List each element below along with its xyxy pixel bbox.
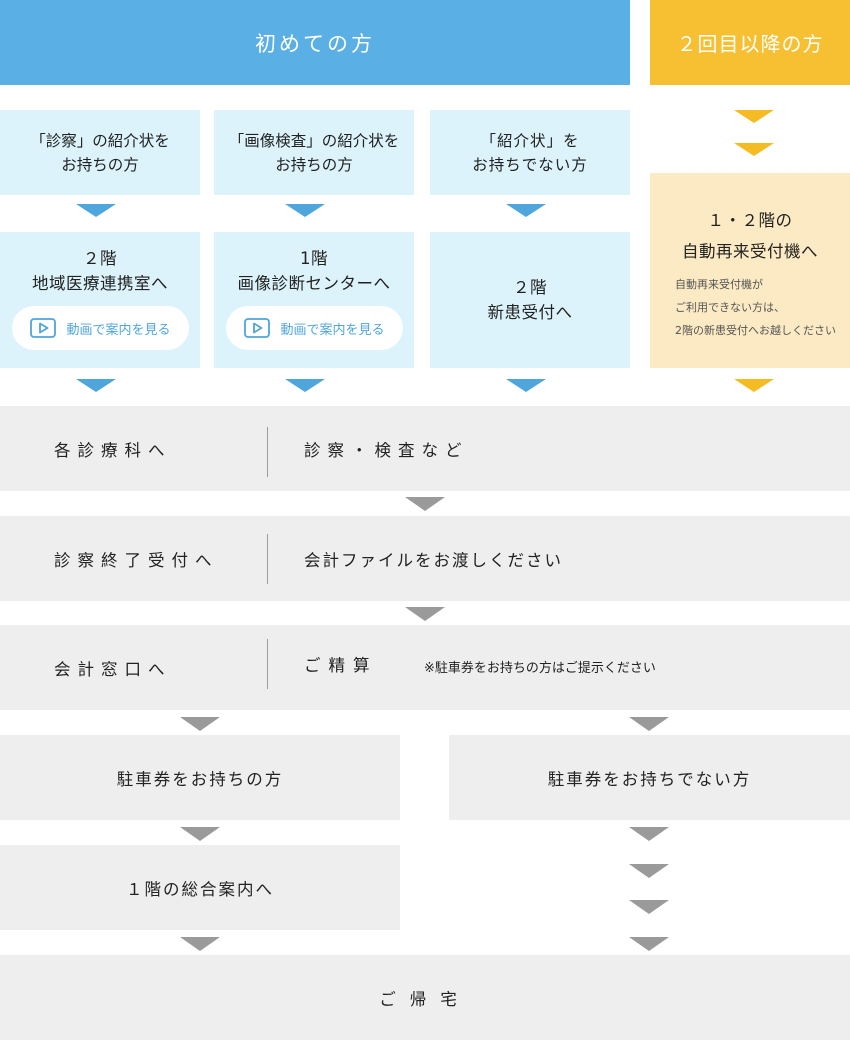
arrow-down-icon [180, 937, 220, 951]
step-row-exam-end: 診察終了受付へ 会計ファイルをお渡しください [0, 516, 850, 601]
parking-ticket-note: ※駐車券をお持ちの方はご提示ください [424, 661, 656, 676]
branch-without-parking-ticket: 駐車券をお持ちでない方 [449, 735, 850, 820]
arrow-down-icon [734, 110, 774, 123]
info-desk-label: １階の総合案内へ [126, 879, 274, 899]
branch-with-parking-ticket: 駐車券をお持ちの方 [0, 735, 400, 820]
condition-box-exam-referral: 「診察」の紹介状を お持ちの方 [0, 110, 200, 195]
arrow-down-icon [180, 717, 220, 731]
row-divider [267, 639, 268, 689]
destination-label: 1階 画像診断センターへ [237, 249, 391, 293]
row-divider [267, 427, 268, 477]
video-guide-button[interactable]: 動画で案内を見る [12, 306, 189, 350]
arrow-down-icon [405, 607, 445, 621]
condition-box-imaging-referral: 「画像検査」の紹介状を お持ちの方 [214, 110, 414, 195]
step-row-payment: 会計窓口へ ご精算 ※駐車券をお持ちの方はご提示ください [0, 625, 850, 710]
arrow-down-icon [629, 900, 669, 914]
branch-label: 駐車券をお持ちの方 [116, 769, 284, 789]
destination-box-new-patient-reception: ２階 新患受付へ [430, 232, 630, 368]
arrow-down-icon [629, 937, 669, 951]
branch-label: 駐車券をお持ちでない方 [547, 769, 752, 789]
step-label: 会計窓口へ [54, 659, 172, 679]
auto-reception-note: 自動再来受付機が ご利用できない方は、 2階の新患受付へお越しください [675, 278, 836, 337]
destination-label: ２階 新患受付へ [487, 278, 573, 322]
arrow-down-icon [76, 379, 116, 392]
video-guide-button[interactable]: 動画で案内を見る [226, 306, 403, 350]
arrow-down-icon [629, 717, 669, 731]
info-desk-box: １階の総合案内へ [0, 845, 400, 930]
step-value: 会計ファイルをお渡しください [304, 550, 563, 570]
play-icon [30, 318, 57, 338]
video-guide-label: 動画で案内を見る [66, 322, 171, 338]
arrow-down-icon [629, 864, 669, 878]
destination-label: ２階 地域医療連携室へ [32, 249, 168, 293]
destination-box-auto-reception: １・２階の 自動再来受付機へ 自動再来受付機が ご利用できない方は、 2階の新患… [650, 173, 850, 368]
row-divider [267, 534, 268, 584]
header-returning: ２回目以降の方 [650, 0, 850, 85]
destination-box-imaging-center: 1階 画像診断センターへ 動画で案内を見る [214, 232, 414, 368]
header-returning-label: ２回目以降の方 [676, 32, 824, 56]
arrow-down-icon [506, 379, 546, 392]
step-value: ご精算 [304, 655, 378, 675]
video-guide-label: 動画で案内を見る [280, 322, 385, 338]
arrow-down-icon [506, 204, 546, 217]
arrow-down-icon [180, 827, 220, 841]
final-go-home: ご帰宅 [0, 955, 850, 1040]
arrow-down-icon [285, 204, 325, 217]
step-label: 診察終了受付へ [54, 550, 219, 570]
header-first-time: 初めての方 [0, 0, 630, 85]
step-value: 診察・検査など [304, 440, 469, 460]
condition-label: 「紹介状」を お持ちでない方 [472, 131, 588, 174]
arrow-down-icon [629, 827, 669, 841]
arrow-down-icon [285, 379, 325, 392]
condition-label: 「診察」の紹介状を お持ちの方 [30, 131, 170, 174]
arrow-down-icon [405, 497, 445, 511]
condition-label: 「画像検査」の紹介状を お持ちの方 [228, 131, 400, 174]
step-row-department: 各診療科へ 診察・検査など [0, 406, 850, 491]
final-label: ご帰宅 [379, 989, 471, 1009]
play-icon [244, 318, 271, 338]
step-label: 各診療科へ [54, 440, 172, 460]
arrow-down-icon [76, 204, 116, 217]
destination-box-regional-liaison: ２階 地域医療連携室へ 動画で案内を見る [0, 232, 200, 368]
condition-box-no-referral: 「紹介状」を お持ちでない方 [430, 110, 630, 195]
arrow-down-icon [734, 379, 774, 392]
header-first-time-label: 初めての方 [255, 31, 375, 56]
arrow-down-icon [734, 143, 774, 156]
destination-label: １・２階の 自動再来受付機へ [682, 211, 818, 261]
